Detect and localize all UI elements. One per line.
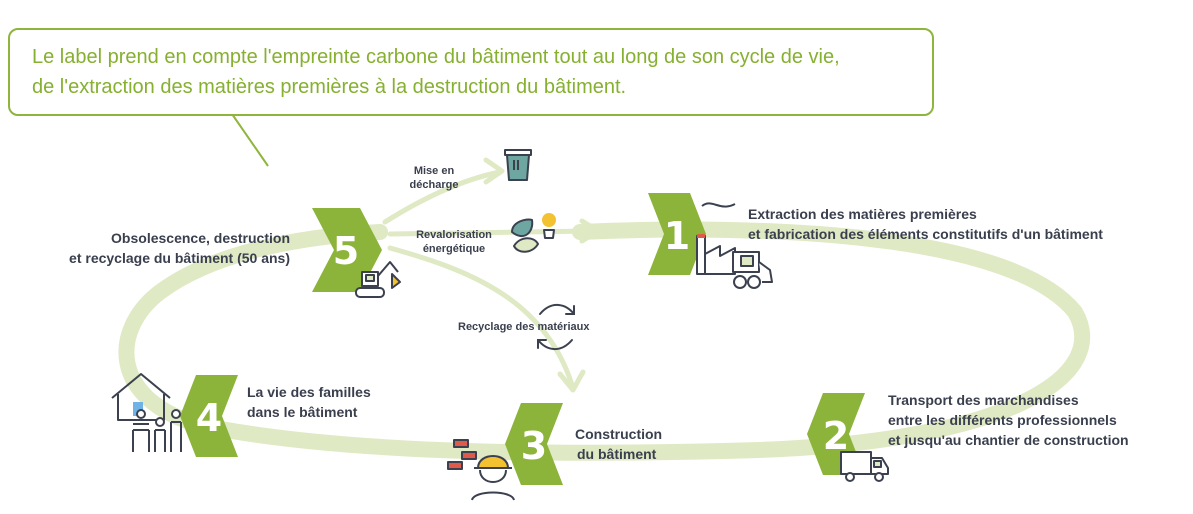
step-2-label: Transport des marchandises entre les dif… <box>888 390 1129 450</box>
step-4-label: La vie des familles dans le bâtiment <box>247 382 371 422</box>
step-2-line-1: Transport des marchandises <box>888 392 1079 408</box>
arrow-to-recycling-head <box>557 369 586 393</box>
step-badge-3: 3 <box>505 403 563 485</box>
landfill-line-1: Mise en <box>413 165 455 177</box>
step-badge-1: 1 <box>648 193 706 275</box>
step-1-line-2: et fabrication des éléments constitutifs… <box>748 226 1103 242</box>
cycle-ring <box>118 221 1091 461</box>
energy-line-1: Revalorisation <box>416 229 492 241</box>
trash-bin-icon <box>504 149 532 181</box>
landfill-line-2: décharge <box>409 179 459 191</box>
arrow-to-energy <box>387 228 593 237</box>
step-5-label: Obsolescence, destruction et recyclage d… <box>40 228 290 268</box>
step-2-line-2: entre les différents professionnels <box>888 412 1117 428</box>
step-number-1: 1 <box>664 214 690 258</box>
arrow-to-recycling <box>387 245 575 388</box>
factory-bulldozer-icon <box>696 202 773 289</box>
arrow-to-landfill <box>382 169 503 225</box>
callout-line-2: de l'extraction des matières premières à… <box>32 76 627 98</box>
step-3-line-1: Construction <box>575 426 663 442</box>
step-number-2: 2 <box>823 414 849 458</box>
energy-line-2: énergétique <box>422 243 486 255</box>
step-3-line-2: du bâtiment <box>577 446 657 462</box>
step-number-5: 5 <box>333 229 359 273</box>
construction-worker-icon <box>447 439 515 501</box>
step-5-line-2: et recyclage du bâtiment (50 ans) <box>69 250 290 266</box>
callout-line-1: Le label prend en compte l'empreinte car… <box>32 46 840 68</box>
step-number-3: 3 <box>521 424 547 468</box>
callout-pointer <box>231 113 269 167</box>
step-3-label: Construction du bâtiment <box>575 424 662 464</box>
step-number-4: 4 <box>196 396 222 440</box>
step-4-line-2: dans le bâtiment <box>247 404 358 420</box>
energy-label: Revalorisation énergétique <box>406 228 502 256</box>
step-1-line-1: Extraction des matières premières <box>748 206 977 222</box>
recycling-arrows-icon <box>537 304 575 350</box>
leaf-bulb-icon <box>511 213 556 253</box>
truck-icon <box>840 451 889 482</box>
arrow-to-landfill-head <box>483 157 505 185</box>
arrow-to-energy-head <box>579 218 601 244</box>
recycling-label: Recyclage des matériaux <box>458 321 590 333</box>
landfill-label: Mise en décharge <box>404 164 464 192</box>
family-house-icon <box>111 373 182 452</box>
step-badge-4: 4 <box>180 375 238 457</box>
step-2-line-3: et jusqu'au chantier de construction <box>888 432 1129 448</box>
step-4-line-1: La vie des familles <box>247 384 371 400</box>
step-5-line-1: Obsolescence, destruction <box>111 230 290 246</box>
callout-box: Le label prend en compte l'empreinte car… <box>8 28 934 116</box>
step-1-label: Extraction des matières premières et fab… <box>748 204 1103 244</box>
excavator-icon <box>355 261 401 298</box>
